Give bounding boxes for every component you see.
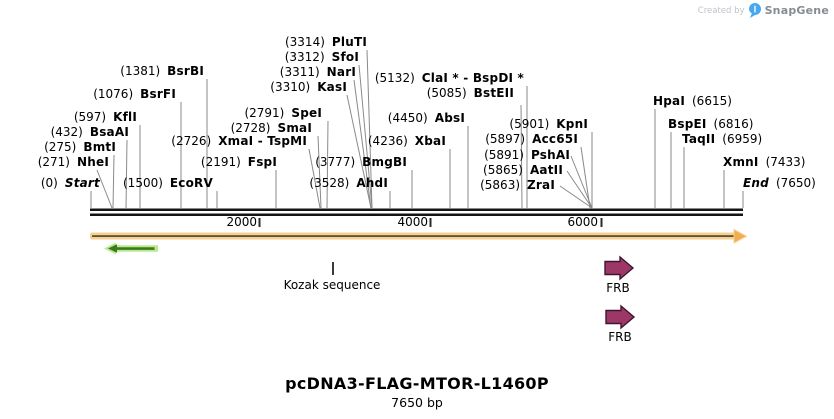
site-label-fspi[interactable]: (2191)FspI xyxy=(200,155,277,169)
ruler-label-6000: 6000 xyxy=(567,215,598,229)
orange-span-arrowhead xyxy=(733,228,748,244)
leader-lines xyxy=(90,49,744,209)
leader-bsaai xyxy=(125,139,128,209)
leader-nhei xyxy=(96,169,113,209)
site-label-kfli[interactable]: (597)KflI xyxy=(73,110,137,124)
site-label-pluti[interactable]: (3314)PluTI xyxy=(284,35,367,49)
site-label-clai-bspdi[interactable]: (5132)ClaI * - BspDI * xyxy=(374,71,524,85)
sequence-line-top[interactable] xyxy=(90,208,743,212)
orange-span-arrow-core xyxy=(92,235,734,237)
frb-label-2[interactable]: FRB xyxy=(608,330,632,344)
created-by-text: Created by xyxy=(697,5,745,16)
site-label-ecorv[interactable]: (1500)EcoRV xyxy=(123,176,213,190)
site-label-start[interactable]: (0)Start xyxy=(40,176,100,190)
plasmid-length: 7650 bp xyxy=(391,395,443,410)
leader-bmti xyxy=(112,154,115,209)
site-label-nhei[interactable]: (271)NheI xyxy=(37,155,109,169)
frb-label-1[interactable]: FRB xyxy=(606,281,630,295)
site-label-ahdi[interactable]: (3528)AhdI xyxy=(309,176,388,190)
site-label-nari[interactable]: (3311)NarI xyxy=(279,65,356,79)
site-label-aatii[interactable]: (5865)AatII xyxy=(483,163,563,177)
leader-xmai xyxy=(308,148,321,209)
site-label-zrai[interactable]: (5863)ZraI xyxy=(480,178,555,192)
snapgene-brand-text: SnapGene xyxy=(764,4,829,17)
site-label-bsaai[interactable]: (432)BsaAI xyxy=(50,125,129,139)
site-label-taqii[interactable]: TaqII(6959) xyxy=(682,132,763,146)
site-label-pshai[interactable]: (5891)PshAI xyxy=(484,148,570,162)
plasmid-title: pcDNA3-FLAG-MTOR-L1460P xyxy=(285,374,549,393)
ruler-label-4000: 4000 xyxy=(397,215,428,229)
site-label-bsteii[interactable]: (5085)BstEII xyxy=(426,86,514,100)
site-label-bspei[interactable]: BspEI(6816) xyxy=(668,117,754,131)
frb-arrow-2[interactable] xyxy=(605,304,636,330)
site-label-kpni[interactable]: (5901)KpnI xyxy=(509,117,588,131)
site-label-bmti[interactable]: (275)BmtI xyxy=(44,140,116,154)
site-label-kasi[interactable]: (3310)KasI xyxy=(270,80,347,94)
leader-nari xyxy=(353,79,372,209)
leader-bsteii xyxy=(520,104,523,209)
site-label-acc65i[interactable]: (5897)Acc65I xyxy=(485,132,578,146)
ruler-label-2000: 2000 xyxy=(226,215,257,229)
site-label-xbai[interactable]: (4236)XbaI xyxy=(367,134,446,148)
site-label-bmgbi[interactable]: (3777)BmgBI xyxy=(315,155,407,169)
sequence-line-bottom[interactable] xyxy=(90,213,743,217)
snapgene-logo-icon xyxy=(748,3,761,18)
site-label-bsrbi[interactable]: (1381)BsrBI xyxy=(120,64,204,78)
leader-kasi xyxy=(346,94,372,209)
site-label-end[interactable]: End(7650) xyxy=(743,176,816,190)
green-primer-arrow[interactable] xyxy=(108,244,155,253)
site-label-spei[interactable]: (2791)SpeI xyxy=(244,106,322,120)
site-label-bsrfi[interactable]: (1076)BsrFI xyxy=(93,87,176,101)
site-label-xmni[interactable]: XmnI(7433) xyxy=(723,155,806,169)
leader-acc65i xyxy=(580,146,591,209)
leader-pluti xyxy=(366,49,373,209)
site-label-absi[interactable]: (4450)AbsI xyxy=(387,111,465,125)
ruler-ticks xyxy=(258,218,603,227)
snapgene-credit: Created by SnapGene xyxy=(698,3,829,18)
leader-smai xyxy=(317,135,322,209)
site-label-smai[interactable]: (2728)SmaI xyxy=(230,121,312,135)
leader-zrai xyxy=(559,185,593,209)
leader-spei xyxy=(326,120,329,209)
site-label-hpai[interactable]: HpaI(6615) xyxy=(653,94,732,108)
site-label-xmai-tspmi[interactable]: (2726)XmaI - TspMI xyxy=(171,134,307,148)
leader-sfoi xyxy=(358,64,373,209)
kozak-sequence-label[interactable]: Kozak sequence xyxy=(283,278,381,292)
frb-arrow-1[interactable] xyxy=(604,255,635,281)
leader-aatii xyxy=(566,170,593,209)
site-label-sfoi[interactable]: (3312)SfoI xyxy=(284,50,359,64)
